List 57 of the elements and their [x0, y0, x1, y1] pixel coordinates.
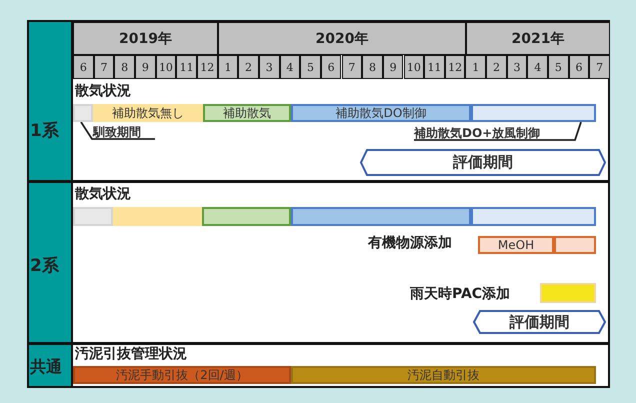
bar-caption: 補助散気DO+放風制御 [414, 126, 574, 140]
timeline-bar: 補助散気DO制御 [291, 104, 471, 122]
month-header: 4 [280, 55, 300, 79]
timeline-bar: 汚泥自動引抜 [291, 366, 596, 384]
timeline-bar [113, 207, 202, 226]
month-header: 7 [342, 55, 362, 79]
month-header: 7 [94, 55, 114, 79]
month-header: 10 [156, 55, 176, 79]
month-header: 9 [382, 55, 404, 79]
year-header: 2019年 [73, 22, 218, 55]
timeline-bar [554, 236, 596, 254]
month-header: 1 [465, 55, 486, 79]
timeline-bar [291, 207, 471, 226]
month-header: 11 [176, 55, 197, 79]
timeline-bar: 補助散気 [203, 104, 291, 122]
month-header: 11 [424, 55, 445, 79]
timeline-bar: 補助散気無し [93, 104, 203, 122]
month-header: 7 [589, 55, 610, 79]
timeline-bar: MeOH [478, 236, 554, 254]
month-header: 6 [568, 55, 590, 79]
month-header: 10 [404, 55, 424, 79]
year-header: 2021年 [466, 22, 610, 55]
month-header: 8 [114, 55, 135, 79]
month-header: 5 [300, 55, 321, 79]
month-header: 12 [444, 55, 466, 79]
month-header: 8 [362, 55, 383, 79]
timeline-bar [73, 104, 93, 122]
timeline-bar [471, 207, 596, 226]
month-header: 2 [486, 55, 507, 79]
month-header: 6 [73, 55, 94, 79]
note-text: 有機物源添加 [368, 236, 452, 250]
year-header: 2020年 [218, 22, 466, 55]
timeline-bar [540, 283, 596, 303]
bar-caption: 馴致期間 [93, 125, 155, 139]
leader-line [80, 122, 155, 140]
month-header: 9 [135, 55, 156, 79]
timeline-bar [73, 207, 113, 226]
timeline-bar: 汚泥手動引抜（2回/週） [73, 366, 291, 384]
timeline-bar [471, 104, 596, 122]
row-header: 1系 [30, 123, 59, 140]
evaluation-period-banner: 評価期間 [361, 150, 605, 175]
note-text: 雨天時PAC添加 [410, 287, 510, 301]
month-header: 12 [196, 55, 218, 79]
month-header: 3 [258, 55, 280, 79]
month-header: 6 [320, 55, 342, 79]
leader-line [414, 122, 582, 141]
month-header: 4 [527, 55, 548, 79]
evaluation-period-banner: 評価期間 [474, 311, 605, 333]
month-header: 2 [238, 55, 259, 79]
month-header: 1 [218, 55, 238, 79]
row-header: 共通 [30, 359, 62, 375]
row-header: 2系 [30, 258, 59, 275]
timeline-bar [202, 207, 291, 226]
section-heading: 散気状況 [75, 187, 131, 201]
section-heading: 散気状況 [75, 84, 131, 98]
month-header: 3 [506, 55, 528, 79]
month-header: 5 [548, 55, 569, 79]
